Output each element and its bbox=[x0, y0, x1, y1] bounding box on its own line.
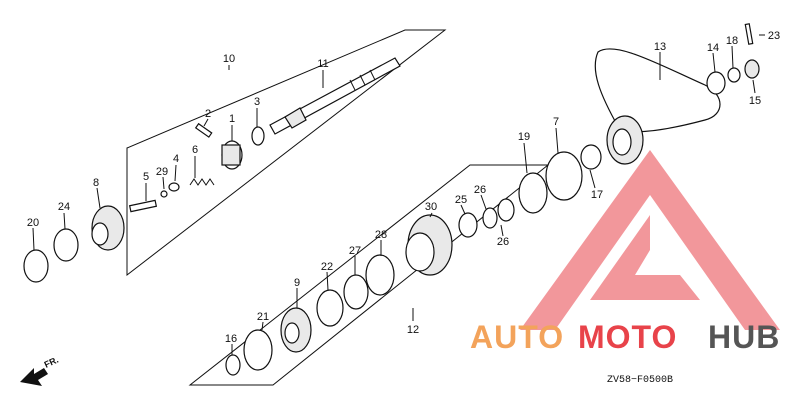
bevel-gear-9 bbox=[280, 307, 312, 353]
callout-9: 9 bbox=[294, 277, 300, 289]
part-4 bbox=[168, 182, 180, 192]
callout-10: 10 bbox=[223, 53, 235, 65]
washer-14 bbox=[706, 71, 726, 95]
pin-part-5 bbox=[128, 199, 158, 213]
callout-17: 17 bbox=[591, 189, 603, 201]
callout-19: 19 bbox=[518, 131, 530, 143]
ring-part-3 bbox=[251, 126, 265, 146]
bearing-7 bbox=[545, 151, 583, 201]
callout-3: 3 bbox=[254, 96, 260, 108]
callout-26-top: 26 bbox=[474, 184, 486, 196]
group-box-10 bbox=[126, 29, 447, 277]
callout-5: 5 bbox=[143, 171, 149, 183]
callout-numbers: 10 11 2 1 3 6 4 29 5 8 24 20 13 14 18 15… bbox=[27, 30, 780, 345]
watermark-moto: MOTO bbox=[578, 319, 677, 355]
spring-part-6 bbox=[189, 178, 215, 186]
callout-2: 2 bbox=[205, 108, 211, 120]
callout-7: 7 bbox=[553, 116, 559, 128]
part-29 bbox=[160, 190, 168, 198]
propeller-13 bbox=[594, 48, 721, 165]
callout-23: 23 bbox=[768, 30, 780, 42]
callout-21: 21 bbox=[257, 311, 269, 323]
callout-24: 24 bbox=[58, 201, 70, 213]
washer-16 bbox=[225, 354, 241, 376]
ring-19 bbox=[518, 172, 548, 214]
washer-27 bbox=[343, 274, 369, 310]
callout-8: 8 bbox=[93, 177, 99, 189]
callout-6: 6 bbox=[192, 144, 198, 156]
callout-28: 28 bbox=[375, 229, 387, 241]
leader-lines bbox=[32, 34, 765, 355]
pin-23 bbox=[744, 23, 754, 45]
callout-26-bottom: 26 bbox=[497, 236, 509, 248]
washer-21 bbox=[243, 329, 273, 371]
callout-27: 27 bbox=[349, 245, 361, 257]
shim-20 bbox=[23, 249, 49, 283]
part-26a bbox=[497, 198, 515, 222]
shim-22 bbox=[316, 289, 344, 327]
watermark-wordmark: AUTO MOTO HUB bbox=[470, 319, 780, 355]
nut-15 bbox=[744, 59, 760, 79]
watermark-auto: AUTO bbox=[470, 319, 564, 355]
bearing-28 bbox=[365, 254, 395, 296]
hub-17 bbox=[580, 144, 602, 170]
callout-18: 18 bbox=[726, 35, 738, 47]
callout-12: 12 bbox=[407, 324, 419, 336]
shaft bbox=[269, 57, 401, 135]
callout-30: 30 bbox=[425, 201, 437, 213]
bevel-gear-8 bbox=[91, 205, 125, 251]
pin-part-2 bbox=[194, 122, 213, 138]
bearing-25 bbox=[458, 212, 478, 238]
bearing-24 bbox=[53, 228, 79, 262]
callout-15: 15 bbox=[749, 95, 761, 107]
callout-16: 16 bbox=[225, 333, 237, 345]
callout-1: 1 bbox=[229, 113, 235, 125]
holder-30 bbox=[405, 214, 453, 276]
callout-29: 29 bbox=[156, 166, 168, 178]
watermark-hub: HUB bbox=[708, 319, 780, 355]
front-label: FR. bbox=[43, 355, 60, 370]
callout-22: 22 bbox=[321, 261, 333, 273]
diagram-code: ZV58−F0500B bbox=[607, 375, 673, 386]
callout-13: 13 bbox=[654, 41, 666, 53]
part-26b bbox=[482, 207, 498, 229]
callout-4: 4 bbox=[173, 153, 179, 165]
washer-18 bbox=[727, 67, 741, 83]
callout-25: 25 bbox=[455, 194, 467, 206]
callout-14: 14 bbox=[707, 42, 719, 54]
front-direction-arrow: FR. bbox=[20, 355, 60, 386]
callout-20: 20 bbox=[27, 217, 39, 229]
watermark-logo bbox=[520, 150, 780, 330]
clutch-part bbox=[221, 140, 243, 170]
callout-11: 11 bbox=[317, 58, 328, 70]
